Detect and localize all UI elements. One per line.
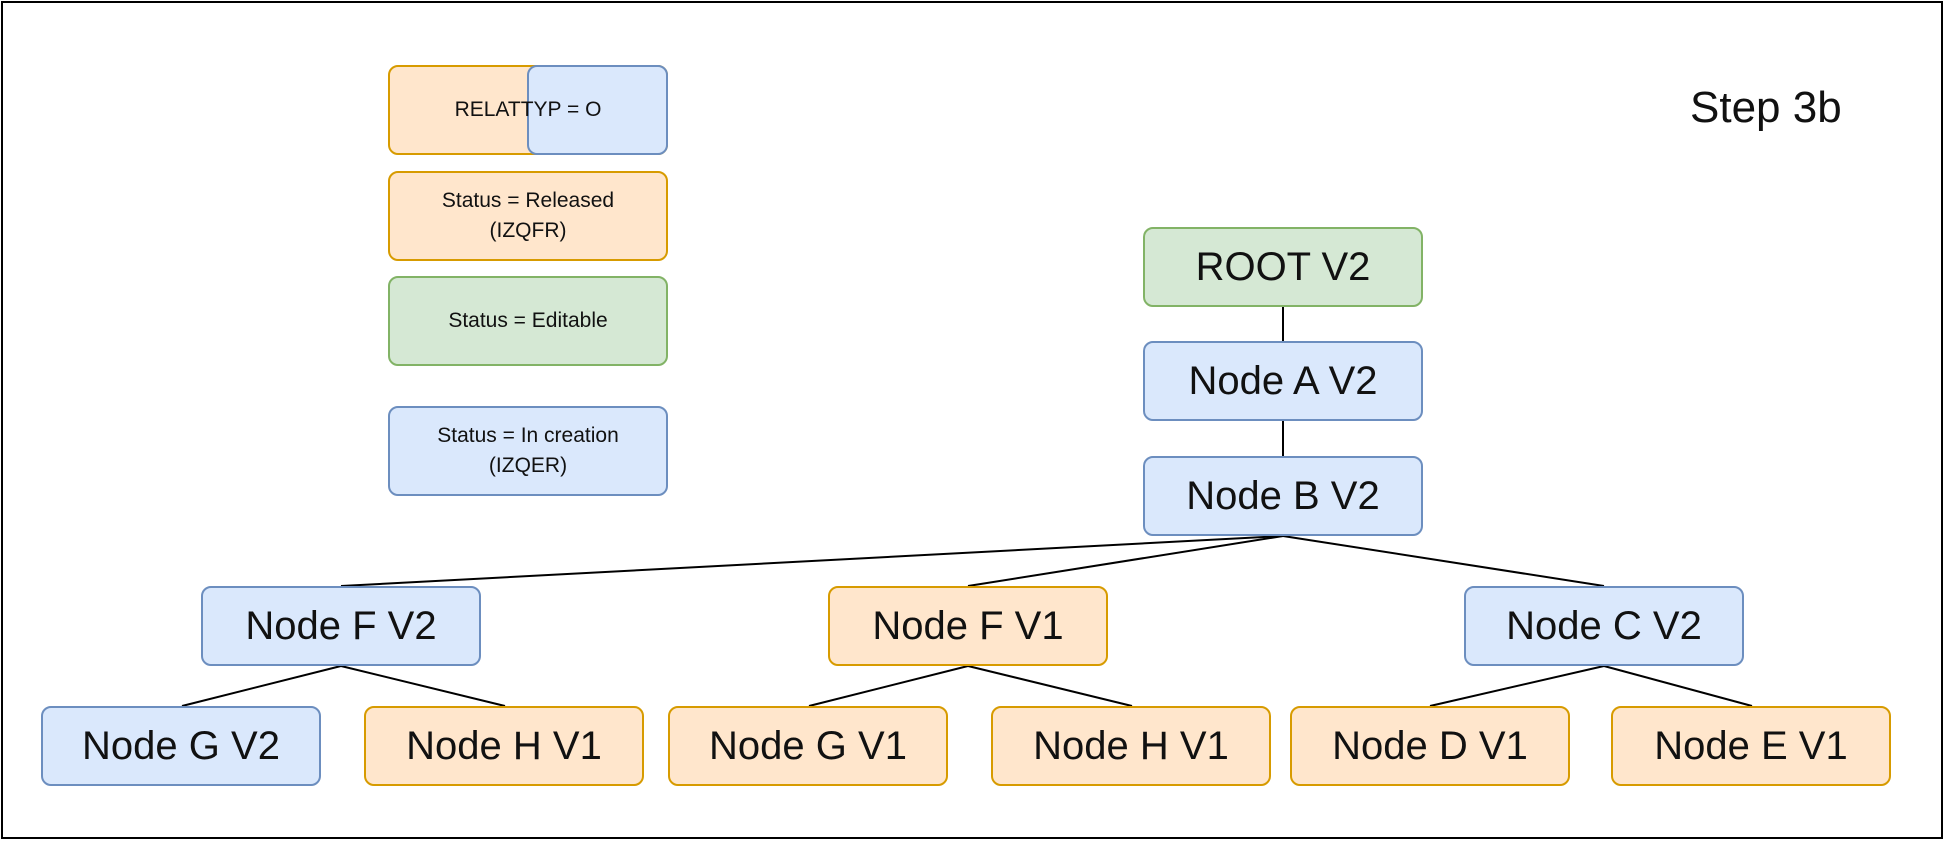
node-h-v1-mid: Node H V1 [991,706,1271,786]
legend-relattyp-blue-part [527,65,668,155]
legend-editable: Status = Editable [388,276,668,366]
node-d-v1: Node D V1 [1290,706,1570,786]
node-e-v1: Node E V1 [1611,706,1891,786]
node-root-v2: ROOT V2 [1143,227,1423,307]
node-f-v2: Node F V2 [201,586,481,666]
step-title: Step 3b [1690,83,1842,132]
legend-in-creation: Status = In creation (IZQER) [388,406,668,496]
node-b-v2: Node B V2 [1143,456,1423,536]
node-g-v1: Node G V1 [668,706,948,786]
legend-released: Status = Released (IZQFR) [388,171,668,261]
node-g-v2: Node G V2 [41,706,321,786]
node-c-v2: Node C V2 [1464,586,1744,666]
node-f-v1: Node F V1 [828,586,1108,666]
node-h-v1-left: Node H V1 [364,706,644,786]
node-a-v2: Node A V2 [1143,341,1423,421]
legend-relattyp-label: RELATTYP = O [454,98,602,121]
